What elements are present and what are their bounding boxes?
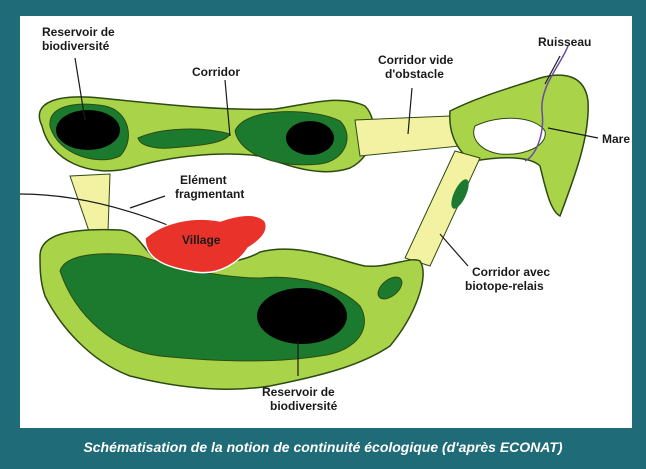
diagram-caption: Schématisation de la notion de continuit… [83, 439, 563, 455]
stream [524, 45, 569, 162]
label-corridor-biotope: Corridor avec biotope-relais [465, 265, 553, 293]
label-reservoir-top: Reservoir de biodiversité [42, 25, 118, 53]
leader-corridor-biotope [439, 233, 469, 267]
ecological-continuity-diagram: Reservoir de biodiversité Corridor Corri… [20, 25, 630, 413]
leader-corridor-vide [407, 87, 413, 135]
label-mare: Mare [602, 132, 630, 146]
pond [473, 117, 546, 155]
leader-mare [547, 127, 599, 139]
leader-ruisseau [544, 55, 561, 85]
top-corridor-strip [137, 128, 231, 149]
leader-reservoir-top [74, 57, 86, 121]
leader-element-fragmentant [129, 195, 166, 209]
label-element-fragmentant: Elément fragmentant [175, 173, 244, 201]
bottom-reservoir [257, 288, 347, 344]
corridor-biotope-band [404, 150, 481, 267]
label-reservoir-bottom: Reservoir de biodiversité [262, 385, 338, 413]
label-corridor: Corridor [192, 65, 240, 79]
village-area [144, 214, 267, 274]
corridor-vide-band [354, 115, 461, 157]
label-village: Village [182, 233, 221, 247]
label-corridor-vide: Corridor vide d'obstacle [378, 53, 457, 81]
diagram-canvas: Reservoir de biodiversité Corridor Corri… [20, 16, 632, 428]
biotope-relay-upper [451, 179, 469, 209]
label-ruisseau: Ruisseau [538, 35, 591, 49]
top-reservoir-left [56, 110, 120, 150]
leader-corridor [224, 79, 231, 137]
top-reservoir-right [286, 121, 334, 155]
biotope-relay-lower [377, 276, 403, 300]
fragmenting-road [20, 193, 171, 227]
left-small-corridor [69, 173, 111, 235]
